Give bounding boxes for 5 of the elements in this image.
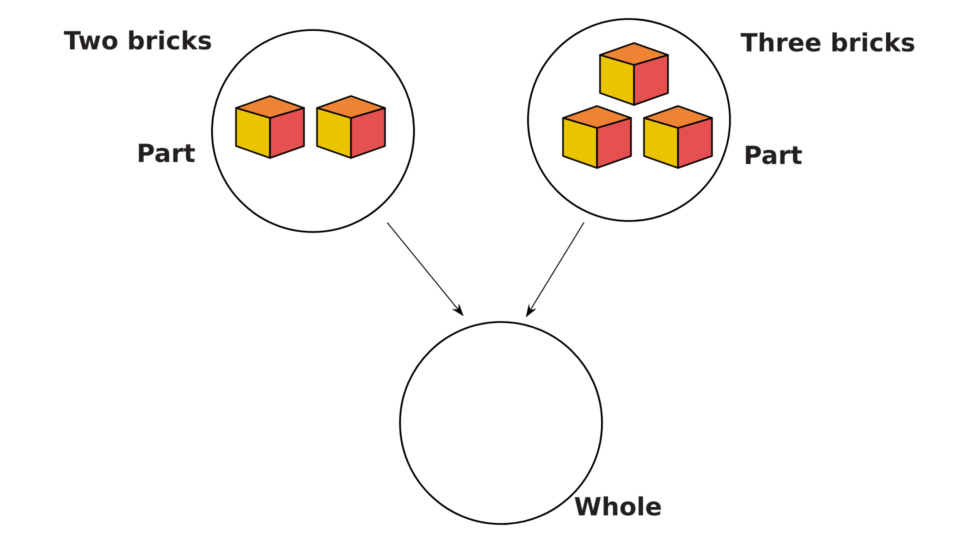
part-label: Part	[138, 144, 195, 162]
part-label: Whole	[574, 496, 661, 516]
heading-label: Two bricks	[64, 30, 212, 50]
part-label: Part	[746, 146, 802, 164]
heading-label: Three bricks	[740, 32, 914, 52]
